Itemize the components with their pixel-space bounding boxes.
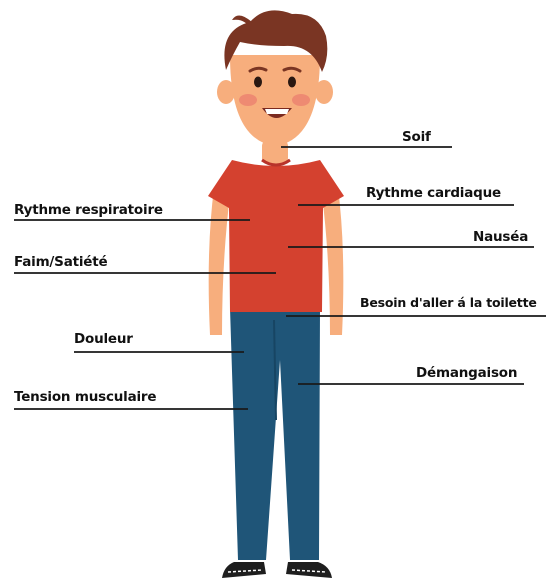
shoes [222, 562, 332, 578]
label-besoin: Besoin d'aller á la toilette [360, 295, 537, 310]
label-faim-satiete: Faim/Satiété [14, 254, 107, 270]
label-tension: Tension musculaire [14, 389, 156, 405]
t-shirt [208, 160, 344, 312]
pants [230, 308, 320, 560]
label-douleur: Douleur [74, 331, 133, 347]
label-nausea: Nauséa [473, 229, 528, 245]
right-eye [288, 77, 296, 88]
left-eye [254, 77, 262, 88]
label-soif: Soif [402, 129, 431, 145]
head [217, 55, 333, 146]
label-demangaison: Démangaison [416, 365, 517, 381]
label-rythme-cardiaque: Rythme cardiaque [366, 185, 501, 201]
label-rythme-respiratoire: Rythme respiratoire [14, 202, 163, 218]
